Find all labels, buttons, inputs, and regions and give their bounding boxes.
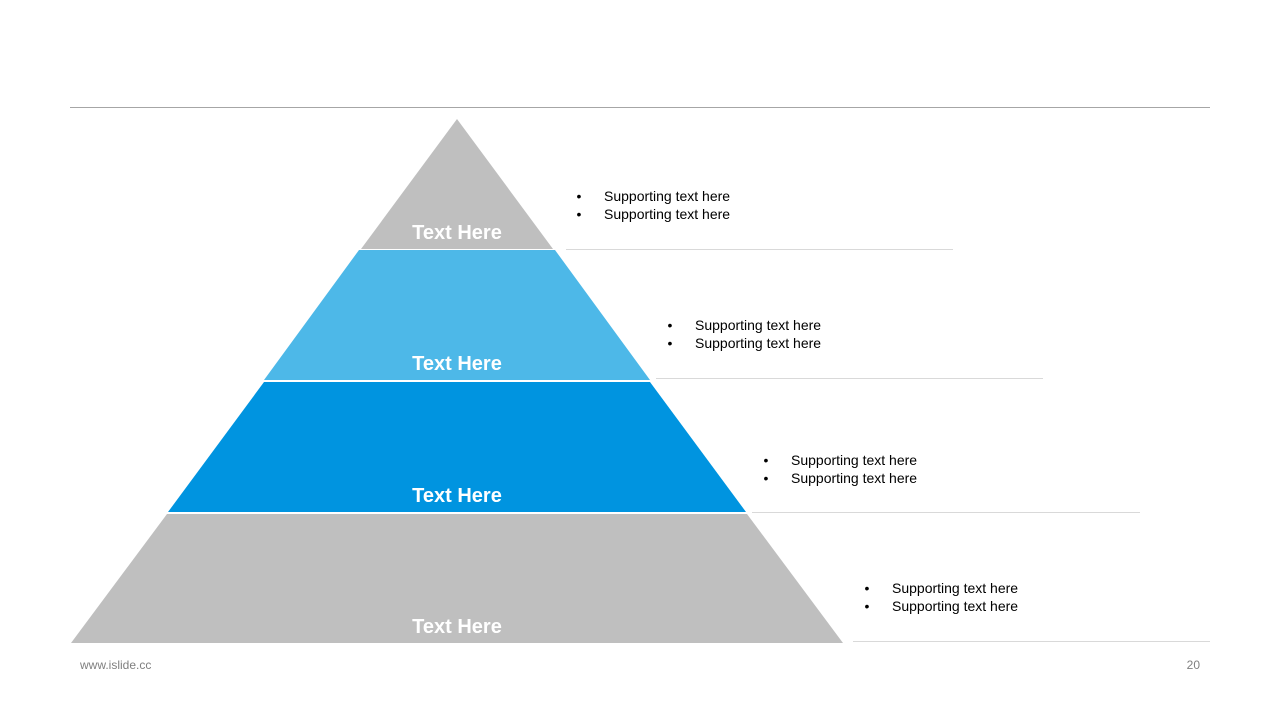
footer-url[interactable]: www.islide.cc: [80, 658, 152, 672]
bullet-glyph: •: [576, 188, 582, 204]
level-1-title: Text Here: [412, 222, 502, 244]
pyramid-level-2: [264, 250, 650, 380]
bullet-item: • Supporting text here: [862, 597, 1019, 615]
bullet-text: Supporting text here: [695, 335, 822, 351]
bullet-glyph: •: [864, 598, 870, 614]
level-3-bullets: • Supporting text here • Supporting text…: [761, 451, 918, 487]
bullet-glyph: •: [864, 580, 870, 596]
level-4-divider: [853, 641, 1210, 642]
bullet-glyph: •: [763, 470, 769, 486]
pyramid-level-1: [361, 119, 553, 249]
bullet-item: • Supporting text here: [665, 334, 822, 352]
pyramid-level-4: [71, 514, 843, 643]
level-1-divider: [566, 249, 953, 250]
bullet-item: • Supporting text here: [574, 205, 731, 223]
level-3-divider: [752, 512, 1140, 513]
level-4-title: Text Here: [412, 616, 502, 638]
pyramid-level-3: [168, 382, 746, 512]
bullet-text: Supporting text here: [604, 206, 731, 222]
bullet-text: Supporting text here: [892, 580, 1019, 596]
level-1-bullets: • Supporting text here • Supporting text…: [574, 187, 731, 223]
level-2-divider: [656, 378, 1043, 379]
bullet-text: Supporting text here: [791, 452, 918, 468]
bullet-item: • Supporting text here: [761, 451, 918, 469]
bullet-text: Supporting text here: [892, 598, 1019, 614]
level-3-title: Text Here: [412, 485, 502, 507]
bullet-glyph: •: [576, 206, 582, 222]
bullet-text: Supporting text here: [791, 470, 918, 486]
page-number: 20: [1186, 658, 1200, 672]
bullet-text: Supporting text here: [695, 317, 822, 333]
bullet-item: • Supporting text here: [761, 469, 918, 487]
bullet-item: • Supporting text here: [574, 187, 731, 205]
bullet-text: Supporting text here: [604, 188, 731, 204]
level-2-bullets: • Supporting text here • Supporting text…: [665, 316, 822, 352]
top-rule: [70, 107, 1210, 108]
bullet-glyph: •: [667, 317, 673, 333]
bullet-item: • Supporting text here: [665, 316, 822, 334]
bullet-glyph: •: [667, 335, 673, 351]
bullet-glyph: •: [763, 452, 769, 468]
level-2-title: Text Here: [412, 353, 502, 375]
level-4-bullets: • Supporting text here • Supporting text…: [862, 579, 1019, 615]
bullet-item: • Supporting text here: [862, 579, 1019, 597]
